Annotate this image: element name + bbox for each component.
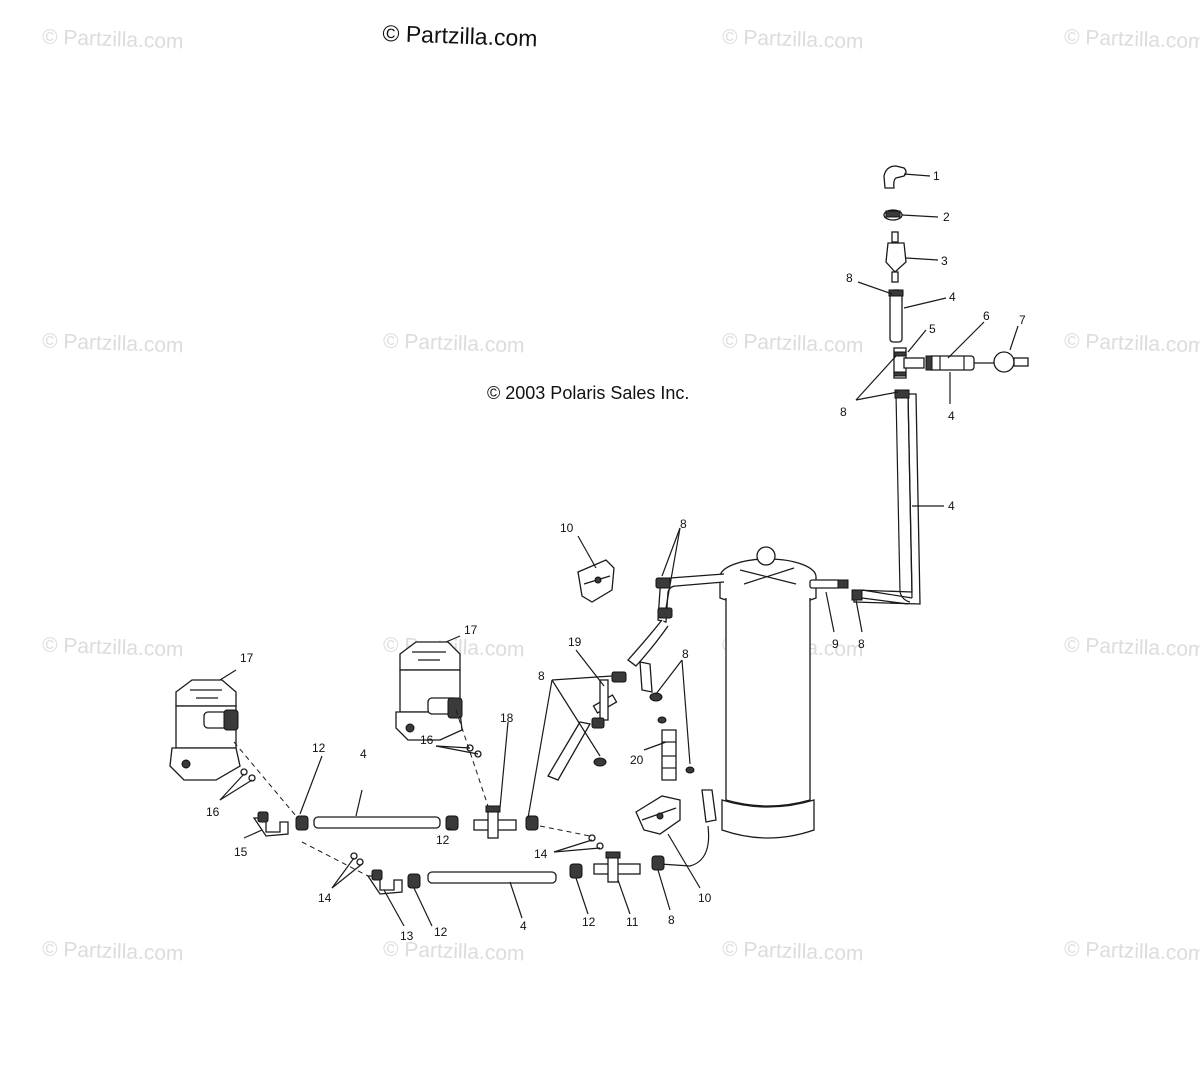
callout-10: 10 bbox=[560, 521, 574, 535]
callout-3: 3 bbox=[941, 254, 948, 268]
callout-12: 12 bbox=[434, 925, 448, 939]
mounting-bracket-upper bbox=[577, 559, 615, 603]
callout-20: 20 bbox=[630, 753, 644, 767]
callout-4: 4 bbox=[948, 499, 955, 513]
callout-5: 5 bbox=[929, 322, 936, 336]
callout-17: 17 bbox=[240, 651, 254, 665]
callout-18: 18 bbox=[500, 711, 514, 725]
callout-19: 19 bbox=[568, 635, 582, 649]
upper-short-hose bbox=[888, 289, 904, 343]
callout-numbers: 1 2 3 8 4 5 6 7 8 4 4 8 10 9 8 17 17 19 … bbox=[206, 169, 1026, 943]
callout-11: 11 bbox=[626, 915, 639, 929]
callout-12: 12 bbox=[312, 741, 326, 755]
callout-4: 4 bbox=[520, 919, 527, 933]
routing-lines bbox=[233, 709, 591, 877]
callout-8: 8 bbox=[846, 271, 853, 285]
oil-pump-center bbox=[395, 641, 463, 741]
callout-4: 4 bbox=[948, 409, 955, 423]
callout-8: 8 bbox=[668, 913, 675, 927]
oil-tank bbox=[719, 546, 863, 839]
callout-13: 13 bbox=[400, 929, 414, 943]
leader-lines bbox=[219, 173, 1019, 927]
long-vertical-hose bbox=[853, 389, 921, 605]
tee-fitting-lower bbox=[593, 851, 665, 883]
tee-fitting-upper bbox=[473, 805, 539, 839]
callout-14: 14 bbox=[318, 891, 332, 905]
callout-8: 8 bbox=[680, 517, 687, 531]
diagram-copyright: © 2003 Polaris Sales Inc. bbox=[487, 383, 690, 403]
callout-9: 9 bbox=[832, 637, 839, 651]
callout-12: 12 bbox=[582, 915, 596, 929]
callout-8: 8 bbox=[840, 405, 847, 419]
tank-outlet-hoses bbox=[547, 573, 725, 867]
callout-1: 1 bbox=[933, 169, 940, 183]
callout-7: 7 bbox=[1019, 313, 1026, 327]
callout-4: 4 bbox=[360, 747, 367, 761]
mounting-bracket-lower bbox=[635, 795, 681, 835]
callout-12: 12 bbox=[436, 833, 450, 847]
elbow-fitting-left bbox=[252, 811, 309, 837]
callout-10: 10 bbox=[698, 891, 712, 905]
callout-17: 17 bbox=[464, 623, 478, 637]
callout-4: 4 bbox=[949, 290, 956, 304]
callout-14: 14 bbox=[534, 847, 548, 861]
callout-8: 8 bbox=[858, 637, 865, 651]
callout-15: 15 bbox=[234, 845, 248, 859]
callout-16: 16 bbox=[420, 733, 434, 747]
callout-8: 8 bbox=[538, 669, 545, 683]
hose-clamp bbox=[883, 209, 903, 221]
vent-hose-and-filter bbox=[925, 351, 1029, 373]
horizontal-hose-upper bbox=[313, 815, 459, 831]
oil-pump-left bbox=[169, 679, 241, 781]
callout-8: 8 bbox=[682, 647, 689, 661]
elbow-fitting-lower bbox=[366, 869, 421, 895]
horizontal-hose-lower bbox=[427, 863, 583, 884]
callout-2: 2 bbox=[943, 210, 950, 224]
washers bbox=[240, 744, 604, 866]
y-fitting bbox=[591, 671, 627, 729]
callout-6: 6 bbox=[983, 309, 990, 323]
callout-16: 16 bbox=[206, 805, 220, 819]
tee-fitting bbox=[893, 347, 925, 379]
filler-cap-elbow bbox=[883, 165, 907, 189]
check-valve bbox=[885, 231, 907, 283]
